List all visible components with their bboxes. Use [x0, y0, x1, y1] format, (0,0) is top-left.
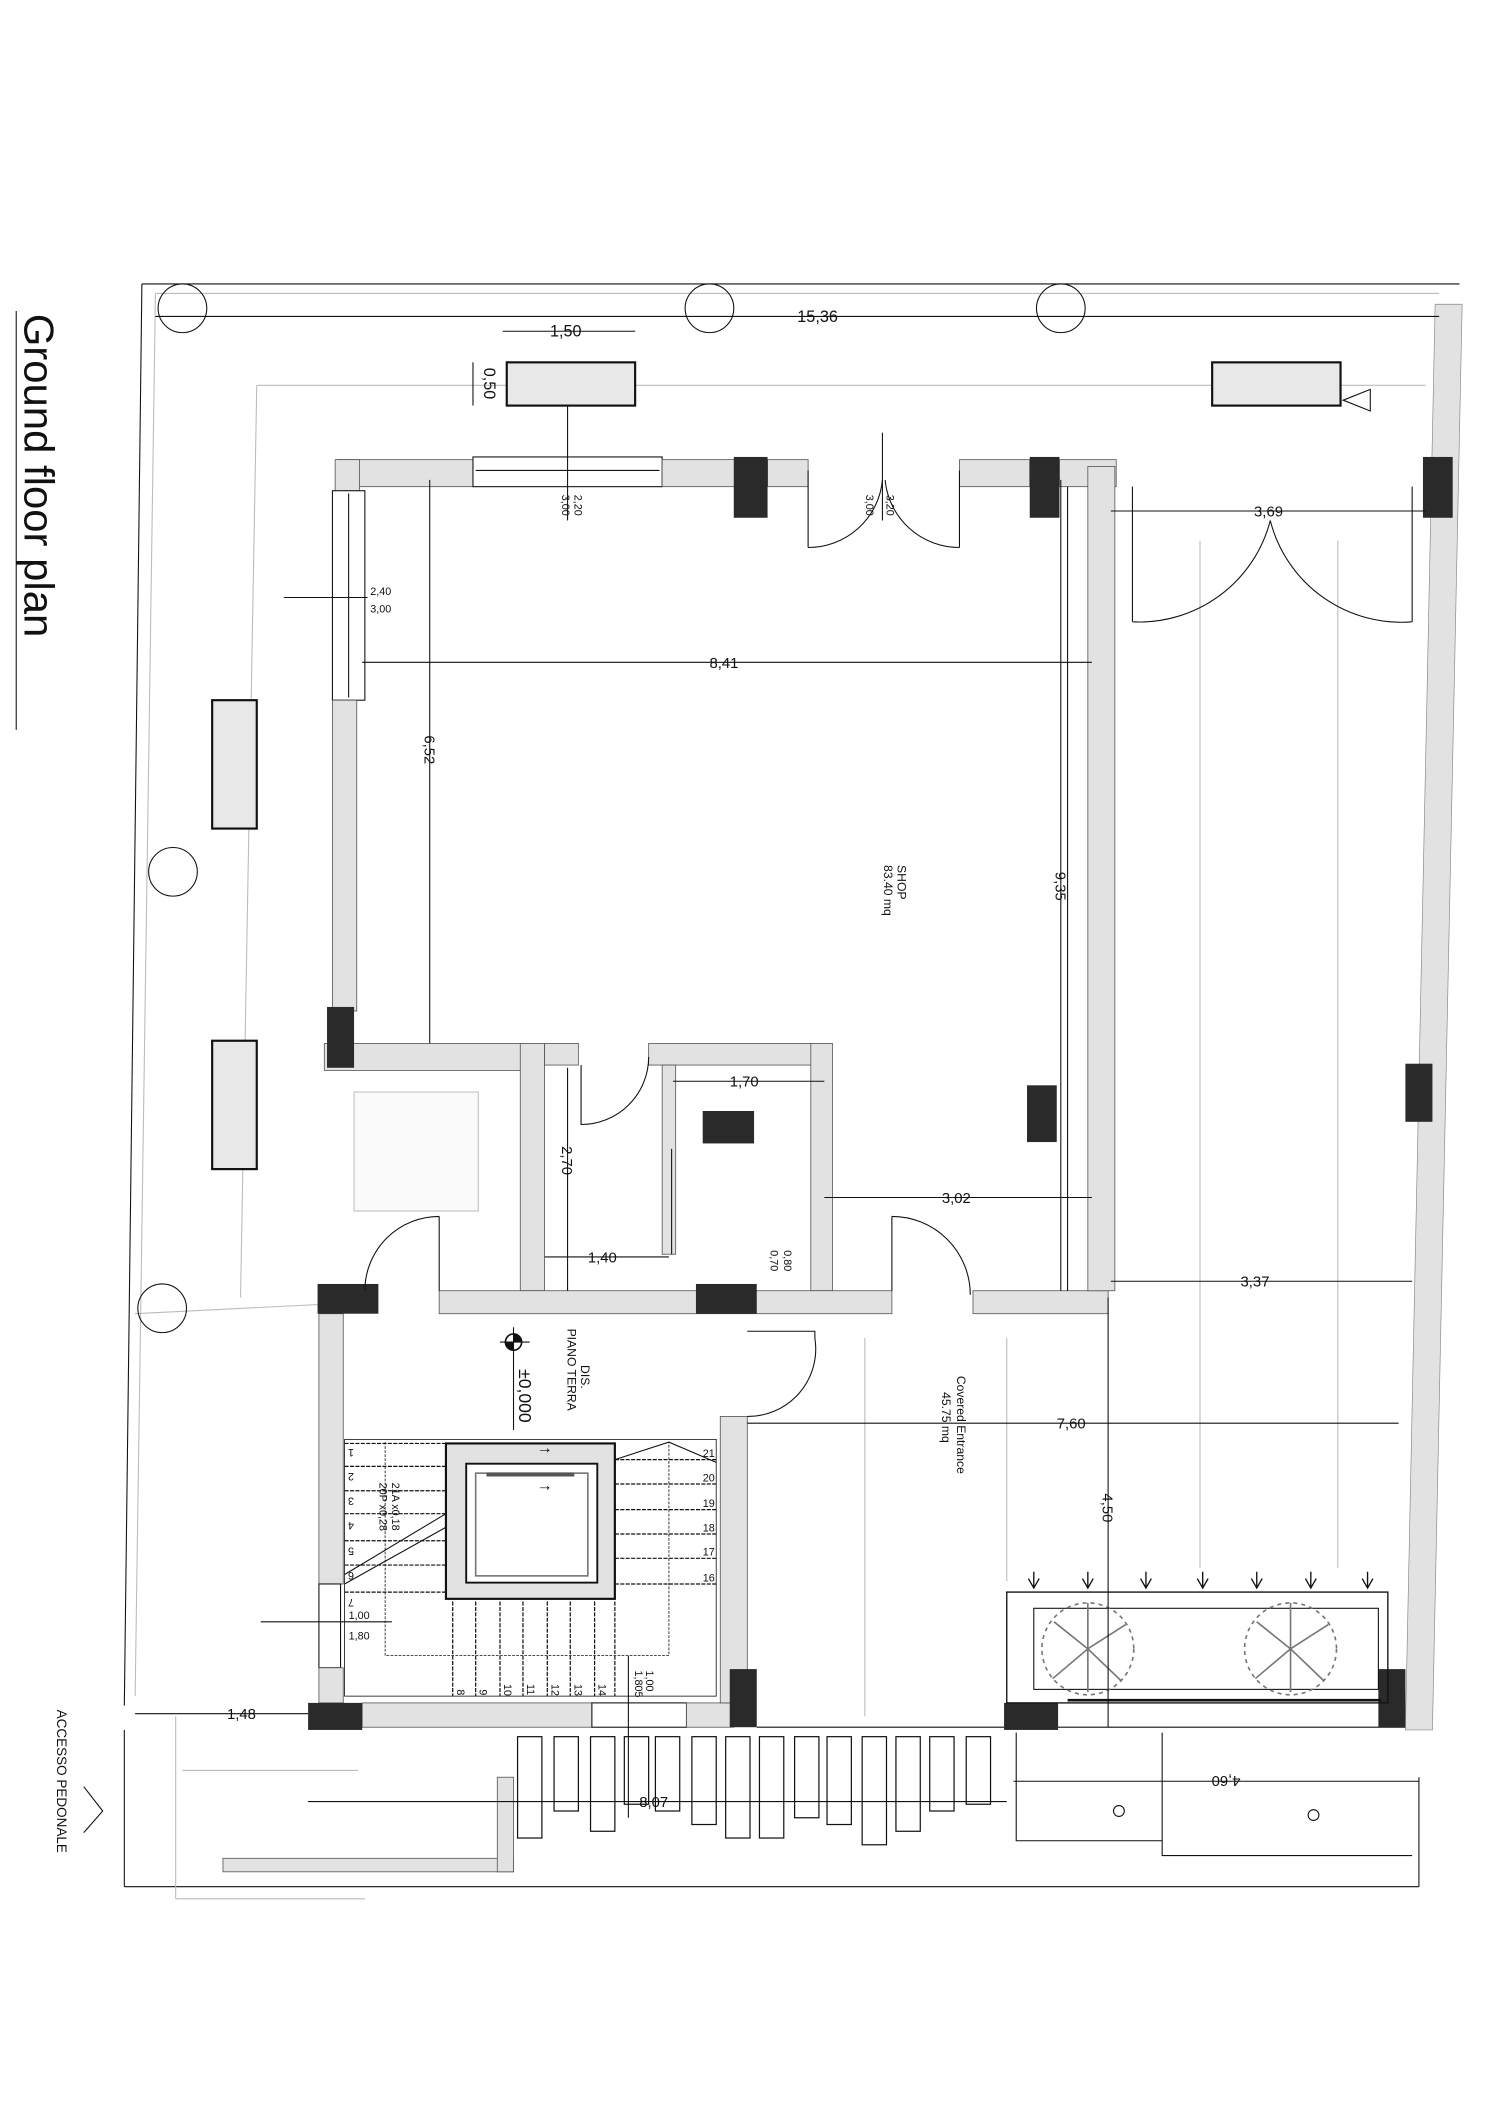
svg-text:2,20: 2,20 [571, 495, 583, 516]
svg-text:19: 19 [703, 1498, 715, 1510]
svg-text:17: 17 [703, 1547, 715, 1559]
svg-text:1,40: 1,40 [588, 1250, 617, 1266]
elevator-car [465, 1462, 599, 1584]
planter-box [211, 699, 258, 830]
tree-icon [1041, 1602, 1135, 1696]
svg-text:11: 11 [524, 1684, 536, 1695]
landing-level: PIANO TERRA [565, 1329, 579, 1412]
svg-text:2,40: 2,40 [370, 586, 391, 598]
svg-text:10: 10 [501, 1684, 513, 1696]
landing-label: DIS. [578, 1365, 592, 1389]
room-shop-area: 83.40 mq [881, 865, 895, 916]
dim-planter-width: 1,50 [550, 323, 582, 341]
svg-text:3,20: 3,20 [883, 495, 895, 516]
svg-text:4: 4 [348, 1519, 354, 1531]
svg-text:1: 1 [348, 1446, 354, 1458]
room-covered-entrance: Covered Entrance [954, 1376, 968, 1474]
arrow-icon: → [536, 1477, 552, 1495]
planter-box [505, 361, 637, 407]
svg-text:3,00: 3,00 [559, 495, 571, 516]
svg-text:3,00: 3,00 [863, 495, 875, 516]
svg-text:7,60: 7,60 [1057, 1417, 1086, 1433]
svg-text:8: 8 [454, 1689, 466, 1695]
property-boundary [123, 283, 1463, 1731]
skylight [353, 1091, 480, 1212]
svg-text:1,805: 1,805 [632, 1670, 644, 1697]
dim-overall-width: 15,36 [797, 308, 838, 326]
arrow-icon: → [536, 1439, 552, 1457]
svg-text:14: 14 [596, 1684, 608, 1696]
svg-text:3,00: 3,00 [370, 603, 391, 615]
access-arrow-icon [83, 1786, 104, 1833]
planter-box [211, 1039, 258, 1171]
planter-box [1211, 361, 1342, 407]
svg-text:5: 5 [348, 1544, 354, 1556]
tree-icon [1243, 1602, 1338, 1696]
svg-text:4,60: 4,60 [1212, 1772, 1241, 1788]
svg-text:9: 9 [477, 1689, 489, 1695]
svg-text:7: 7 [348, 1596, 354, 1608]
svg-text:0,80: 0,80 [781, 1250, 793, 1271]
dim-planter-depth: 0,50 [480, 368, 498, 400]
svg-text:0,70: 0,70 [767, 1250, 779, 1271]
doors [364, 470, 1413, 1417]
svg-text:1,80: 1,80 [349, 1630, 370, 1642]
dim-shop-width: 8,41 [709, 656, 738, 672]
room-covered-entrance-area: 45.75 mq [939, 1392, 953, 1443]
svg-text:1,70: 1,70 [730, 1075, 759, 1091]
dimensions: 15,36 1,50 0,50 3,00 2,20 3,00 3,20 2,40… [135, 308, 1440, 1818]
svg-text:3: 3 [348, 1494, 354, 1506]
svg-text:1,00: 1,00 [643, 1670, 655, 1691]
svg-text:3,37: 3,37 [1241, 1275, 1270, 1291]
svg-text:18: 18 [703, 1522, 715, 1534]
svg-text:2: 2 [348, 1470, 354, 1482]
title-text: Ground floor plan [15, 314, 62, 638]
access-label: ACCESSO PEDONALE [54, 1710, 69, 1853]
svg-text:6: 6 [348, 1569, 354, 1581]
svg-text:1,00: 1,00 [349, 1610, 370, 1622]
svg-text:16: 16 [703, 1572, 715, 1584]
svg-text:9,35: 9,35 [1051, 872, 1067, 901]
garden-bed [1006, 1571, 1389, 1704]
svg-text:13: 13 [571, 1684, 583, 1696]
datum-icon [500, 1327, 530, 1430]
svg-text:1,48: 1,48 [227, 1707, 256, 1723]
svg-text:8,07: 8,07 [639, 1795, 668, 1811]
treads-label: 20P x0,28 [377, 1483, 389, 1531]
svg-text:4,50: 4,50 [1099, 1493, 1115, 1522]
pedestrian-access: ACCESSO PEDONALE [54, 1710, 104, 1853]
svg-text:3,69: 3,69 [1254, 504, 1283, 520]
risers-label: 21A x0,18 [389, 1483, 401, 1531]
svg-text:3,02: 3,02 [942, 1191, 971, 1207]
svg-text:21: 21 [703, 1448, 715, 1460]
svg-text:20: 20 [703, 1472, 715, 1484]
elevation-label: ±0,000 [515, 1369, 535, 1423]
plan-title: Ground floor plan [15, 310, 62, 730]
svg-text:12: 12 [548, 1684, 560, 1696]
svg-text:2,70: 2,70 [558, 1146, 574, 1175]
staircase: → → 1 2 3 4 5 6 7 8 9 10 11 12 13 14 16 … [344, 1439, 717, 1697]
svg-text:6,52: 6,52 [420, 735, 436, 764]
room-shop: SHOP [894, 865, 908, 899]
light-icon [1341, 388, 1371, 412]
pillars [308, 456, 1453, 1730]
front-steps [123, 1716, 1420, 1900]
room-labels: SHOP 83.40 mq Covered Entrance 45.75 mq … [500, 865, 968, 1474]
